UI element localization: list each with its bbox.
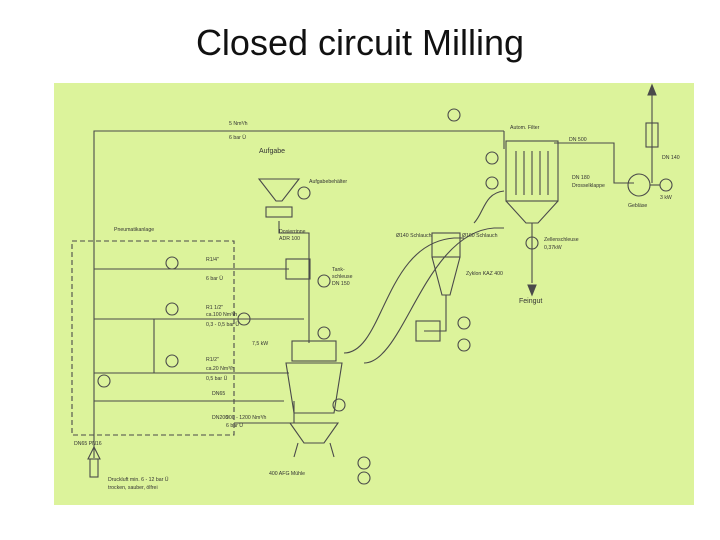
cyclone-to-filter: [473, 190, 505, 224]
label-drossel: Drosselklappe: [572, 183, 605, 189]
hose-140: [343, 237, 464, 354]
label-dn65: DN65: [212, 391, 225, 397]
exhaust-arrow: [647, 83, 657, 96]
mill-bottom: [289, 422, 340, 444]
label-muehle: 400 AFG Mühle: [269, 471, 305, 477]
feed-to-mill: [278, 221, 310, 343]
label-aufgabe: Aufgabe: [259, 148, 285, 155]
label-flow-900: 900 - 1200 Nm³/h: [226, 415, 266, 421]
label-r1-p: 6 bar Ü: [206, 275, 223, 282]
mill-classifier: [291, 340, 337, 362]
diagram-svg: 5 Nm³/h 6 bar Ü Autom. Filter DN 500 DN …: [71, 83, 680, 491]
feed-hopper: [257, 178, 301, 202]
exhaust-silencer: [645, 122, 659, 148]
cyclone: [431, 232, 461, 296]
cyclone-top: [431, 232, 461, 258]
label-aufgabebehaelter: Aufgabebehälter: [309, 179, 347, 185]
hose-160: [363, 227, 504, 364]
label-druckluft2: trocken, sauber, ölfrei: [108, 485, 158, 491]
main-pipework: [71, 93, 653, 458]
label-r3: R1/2": [206, 357, 219, 363]
label-dosierrinne: Dosierrinne: [279, 229, 306, 235]
filter-housing: [505, 140, 559, 202]
label-3kw: 3 kW: [660, 195, 672, 201]
label-tank1: Tank-: [332, 267, 345, 273]
label-zellenschleuse: Zellenschleuse: [544, 237, 579, 243]
blower: [627, 173, 673, 197]
instrument-bubbles: [97, 108, 499, 485]
label-feingut: Feingut: [519, 298, 542, 305]
label-zellen-kw: 0,37kW: [544, 245, 562, 251]
dosing-trough: [265, 206, 293, 218]
label-dn180: DN 180: [572, 175, 590, 181]
label-dn150: DN 150: [332, 281, 350, 287]
slide-title: Closed circuit Milling: [195, 22, 525, 63]
filter-to-blower: [554, 142, 634, 184]
label-flow-top-p: 6 bar Ü: [229, 134, 246, 141]
mill-body: [285, 362, 343, 414]
top-air-line: [93, 130, 504, 458]
tank-valve-lower: [415, 320, 441, 342]
cyclone-cone: [431, 256, 461, 296]
label-zyklon: Zyklon KAZ 400: [466, 271, 503, 277]
label-schlauch-160: Ø160 Schlauch: [462, 233, 498, 239]
air-inlet-stem: [89, 458, 99, 478]
blower-housing: [627, 173, 651, 197]
label-flow-top: 5 Nm³/h: [229, 121, 248, 127]
label-filter: Autom. Filter: [510, 125, 540, 131]
rotary-valve: [525, 236, 539, 250]
label-pneumatik: Pneumatikanlage: [114, 227, 154, 233]
blower-motor: [659, 178, 673, 192]
label-schlauch-140: Ø140 Schlauch: [396, 233, 432, 239]
label-dn140: DN 140: [662, 155, 680, 161]
cyclone-discharge: [424, 295, 447, 332]
pneumatic-box: [71, 240, 235, 436]
label-dn65-pn16: DN65 PN16: [74, 441, 102, 447]
label-r3-p: 0,5 bar Ü: [206, 375, 228, 382]
label-r3-flow: ca.20 Nm³/h: [206, 366, 234, 372]
process-flow-diagram: 5 Nm³/h 6 bar Ü Autom. Filter DN 500 DN …: [54, 83, 694, 505]
label-r2-p: 0,3 - 0,5 bar Ü: [206, 321, 239, 328]
label-r1: R1/4": [206, 257, 219, 263]
tank-valve-upper: [285, 258, 311, 280]
label-dn200: DN200: [212, 415, 228, 421]
filter-hopper: [505, 200, 559, 224]
label-r2: R1 1/2": [206, 305, 223, 311]
label-kw75: 7,5 kW: [252, 341, 268, 347]
label-adr: ADR 100: [279, 236, 300, 242]
label-tank2: schleuse: [332, 274, 353, 280]
label-geblaese: Gebläse: [628, 203, 647, 209]
mill: [285, 340, 343, 458]
label-p-6bar: 6 bar Ü: [226, 422, 243, 429]
feingut-arrow: [527, 284, 537, 297]
bag-filter: [505, 140, 559, 224]
label-druckluft1: Druckluft min. 6 - 12 bar Ü: [108, 476, 169, 483]
label-dn500: DN 500: [569, 137, 587, 143]
label-r2-flow: ca.100 Nm³/h: [206, 312, 237, 318]
